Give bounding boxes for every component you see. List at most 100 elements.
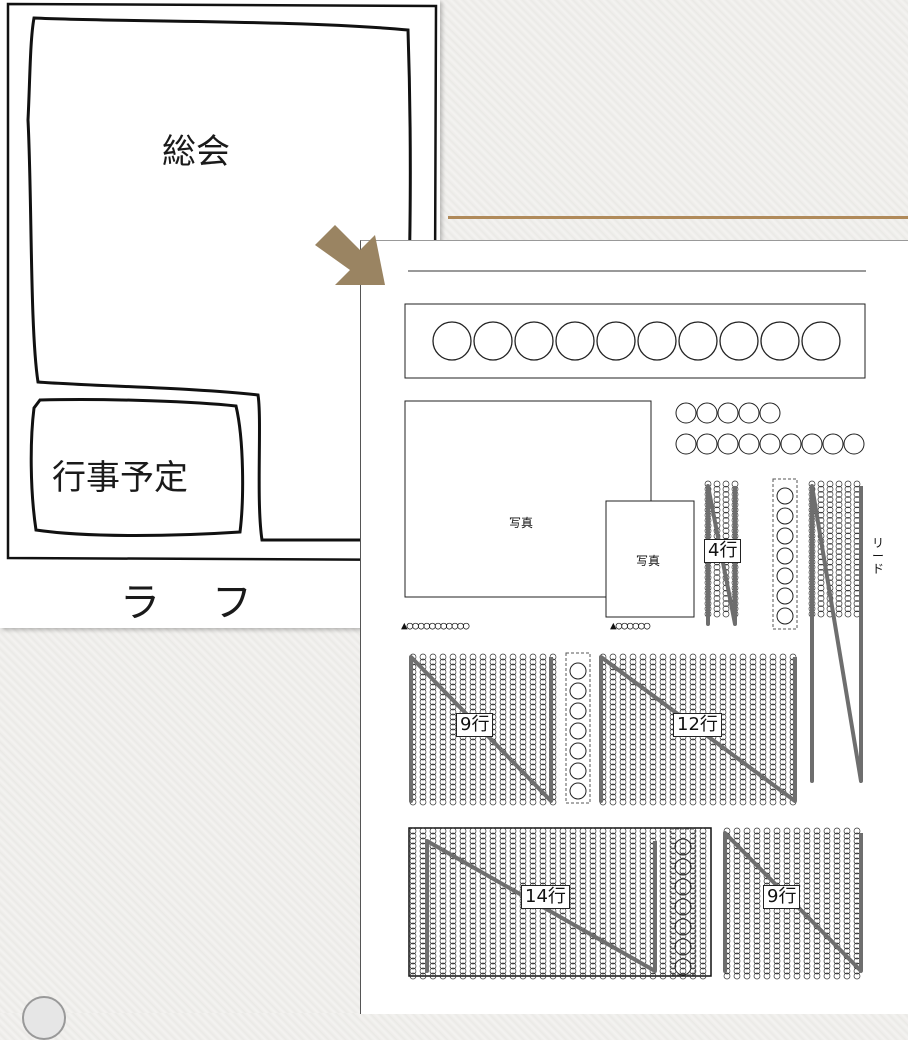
text-dot	[519, 937, 527, 945]
text-dot	[669, 837, 677, 845]
lead-photo-circle	[776, 607, 794, 625]
text-dot	[733, 827, 741, 835]
text-dot	[833, 862, 841, 870]
text-dot	[509, 962, 517, 970]
text-dot	[469, 688, 477, 696]
text-dot	[669, 852, 677, 860]
text-dot	[559, 962, 567, 970]
text-dot	[589, 862, 597, 870]
text-dot	[769, 798, 777, 806]
text-dot	[639, 653, 647, 661]
text-dot	[749, 748, 757, 756]
text-dot	[479, 798, 487, 806]
block-14-lines-label: 14行	[521, 885, 570, 909]
text-dot	[609, 957, 617, 965]
text-dot	[753, 892, 761, 900]
text-dot	[679, 862, 687, 870]
text-dot	[769, 683, 777, 691]
text-dot	[843, 962, 851, 970]
text-dot	[659, 857, 667, 865]
text-dot	[419, 778, 427, 786]
text-dot	[529, 793, 537, 801]
text-dot	[619, 693, 627, 701]
text-dot	[719, 688, 727, 696]
text-dot	[679, 887, 687, 895]
text-dot	[803, 837, 811, 845]
text-dot	[779, 753, 787, 761]
text-dot	[826, 496, 834, 503]
text-dot	[793, 837, 801, 845]
text-dot	[629, 912, 637, 920]
text-dot	[499, 738, 507, 746]
text-dot	[489, 693, 497, 701]
text-dot	[753, 897, 761, 905]
text-dot	[519, 798, 527, 806]
text-dot	[629, 743, 637, 751]
text-dot	[733, 877, 741, 885]
text-dot	[699, 972, 707, 980]
text-dot	[759, 658, 767, 666]
text-dot	[769, 793, 777, 801]
text-dot	[739, 798, 747, 806]
text-dot	[489, 778, 497, 786]
text-dot	[499, 862, 507, 870]
text-dot	[669, 678, 677, 686]
text-dot	[659, 738, 667, 746]
home-button[interactable]	[22, 996, 66, 1040]
text-dot	[659, 932, 667, 940]
block-9-lines-label: 9行	[456, 713, 494, 737]
text-dot	[439, 882, 447, 890]
text-dot	[733, 912, 741, 920]
text-dot	[713, 569, 721, 576]
text-dot	[833, 972, 841, 980]
text-dot	[529, 967, 537, 975]
text-dot	[619, 748, 627, 756]
text-dot	[783, 952, 791, 960]
text-dot	[699, 967, 707, 975]
text-dot	[669, 663, 677, 671]
text-dot	[529, 862, 537, 870]
text-dot	[599, 897, 607, 905]
text-dot	[509, 842, 517, 850]
text-dot	[629, 902, 637, 910]
text-dot	[773, 842, 781, 850]
text-dot	[549, 957, 557, 965]
text-dot	[409, 907, 417, 915]
text-dot	[459, 952, 467, 960]
text-dot	[753, 842, 761, 850]
text-dot	[419, 733, 427, 741]
text-dot	[489, 942, 497, 950]
text-dot	[439, 668, 447, 676]
text-dot	[817, 595, 825, 602]
text-dot	[579, 887, 587, 895]
text-dot	[833, 917, 841, 925]
text-dot	[529, 972, 537, 980]
text-dot	[579, 932, 587, 940]
text-dot	[729, 698, 737, 706]
text-dot	[813, 897, 821, 905]
text-dot	[429, 967, 437, 975]
text-dot	[449, 927, 457, 935]
text-dot	[669, 768, 677, 776]
text-dot	[489, 932, 497, 940]
text-dot	[459, 783, 467, 791]
text-dot	[409, 867, 417, 875]
text-dot	[569, 867, 577, 875]
text-dot	[529, 678, 537, 686]
text-dot	[619, 773, 627, 781]
text-dot	[609, 887, 617, 895]
text-dot	[639, 788, 647, 796]
text-dot	[539, 917, 547, 925]
text-dot	[749, 653, 757, 661]
text-dot	[509, 673, 517, 681]
text-dot	[722, 517, 730, 524]
text-dot	[803, 877, 811, 885]
text-dot	[719, 763, 727, 771]
text-dot	[469, 673, 477, 681]
text-dot	[629, 972, 637, 980]
text-dot	[619, 768, 627, 776]
text-dot	[669, 753, 677, 761]
text-dot	[439, 783, 447, 791]
text-dot	[729, 773, 737, 781]
text-dot	[773, 952, 781, 960]
